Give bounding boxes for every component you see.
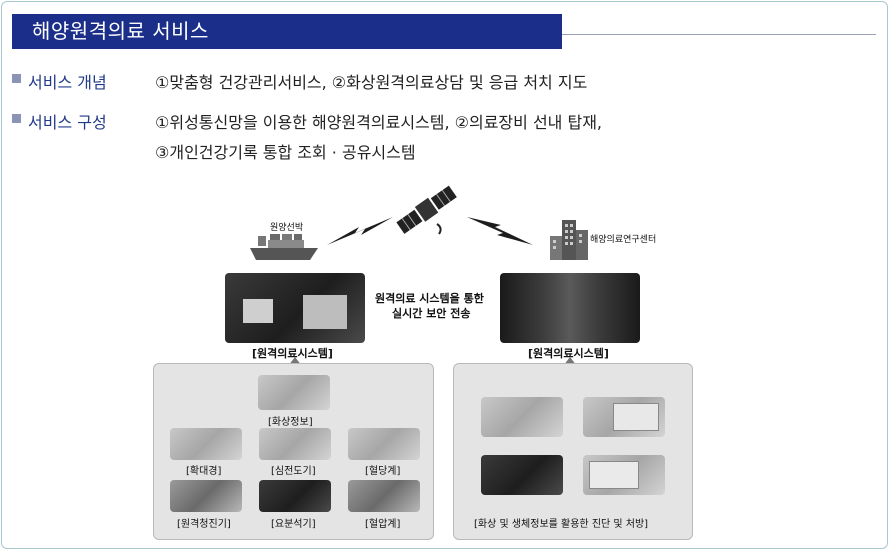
video-info-photo xyxy=(258,375,330,410)
building-icon xyxy=(550,220,588,260)
bp-meter-photo xyxy=(348,480,420,512)
doctor-consult-photo-4 xyxy=(583,455,665,495)
left-system-caption: [원격의료시스템] xyxy=(252,347,333,360)
transmission-line-1: 원격의료 시스템을 통한 xyxy=(375,292,484,305)
device-caption-stethoscope: [원격청진기] xyxy=(177,519,231,530)
title-divider xyxy=(562,34,876,35)
composition-line-2: ③개인건강기록 통합 조회 · 공유시스템 xyxy=(155,143,416,162)
transmission-line-2: 실시간 보안 전송 xyxy=(392,307,471,320)
telemedicine-monitor-photo xyxy=(225,273,365,343)
concept-label: 서비스 개념 xyxy=(28,73,107,92)
composition-line-1: ①위성통신망을 이용한 해양원격의료시스템, ②의료장비 선내 탑재, xyxy=(155,113,603,132)
device-caption-video-info: [화상정보] xyxy=(268,417,313,428)
center-label: 해양의료연구센터 xyxy=(590,235,657,245)
device-caption-ecg: [심전도기] xyxy=(271,466,316,477)
bullet-square xyxy=(12,74,21,83)
ship-label: 원양선박 xyxy=(270,223,304,233)
doctor-consult-photo-2 xyxy=(583,397,665,437)
magnifier-photo xyxy=(170,428,242,460)
urine-analyzer-photo xyxy=(259,480,331,512)
concept-text: ①맞춤형 건강관리서비스, ②화상원격의료상담 및 응급 처치 지도 xyxy=(155,73,588,92)
diagnosis-caption: [화상 및 생체정보를 활용한 진단 및 처방] xyxy=(474,519,649,530)
bullet-square xyxy=(12,114,21,123)
device-caption-bp: [혈압계] xyxy=(365,519,401,530)
device-caption-glucose: [혈당계] xyxy=(365,466,401,477)
device-caption-urine: [요분석기] xyxy=(271,519,316,530)
doctor-consult-photo-3 xyxy=(481,455,563,495)
composition-label: 서비스 구성 xyxy=(28,113,107,132)
up-arrow-icon xyxy=(288,357,302,366)
device-caption-magnifier: [확대경] xyxy=(186,466,222,477)
lightning-icon xyxy=(327,217,393,245)
doctor-consult-photo-1 xyxy=(481,397,563,437)
stethoscope-photo xyxy=(170,480,242,512)
lightning-icon xyxy=(467,217,533,245)
right-system-caption: [원격의료시스템] xyxy=(528,347,609,360)
satellite-icon xyxy=(396,185,457,235)
up-arrow-icon xyxy=(563,357,577,366)
ecg-photo xyxy=(259,428,331,460)
center-diagnosis-panel xyxy=(453,363,693,540)
glucose-meter-photo xyxy=(348,428,420,460)
page-title: 해양원격의료 서비스 xyxy=(12,14,562,49)
ship-icon xyxy=(250,234,318,260)
server-room-photo xyxy=(500,273,640,343)
